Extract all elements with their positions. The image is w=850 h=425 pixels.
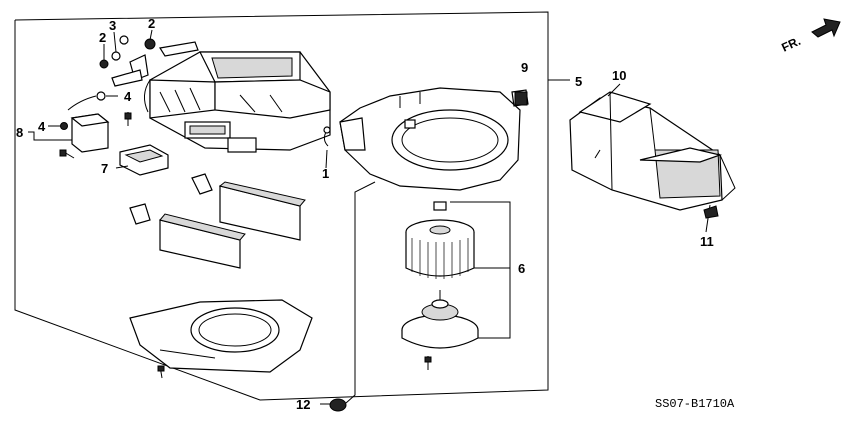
front-direction-label: FR. — [779, 34, 802, 55]
grommet-part — [329, 398, 347, 412]
callout-4: 4 — [124, 89, 132, 104]
callout-2: 2 — [99, 30, 106, 45]
clip-part — [514, 91, 528, 106]
door-parts — [129, 173, 306, 269]
blower-fan — [405, 201, 475, 279]
lower-cover — [129, 299, 313, 379]
resistor-part — [119, 144, 169, 176]
callout-3: 3 — [109, 18, 116, 33]
front-direction-arrow-icon — [811, 18, 841, 38]
blower-housing — [339, 87, 529, 191]
blower-case — [144, 51, 331, 153]
callout-4: 4 — [38, 119, 46, 134]
housing-leader — [345, 181, 376, 404]
callout-10: 10 — [612, 68, 626, 83]
callout-7: 7 — [101, 161, 108, 176]
callout-11: 11 — [700, 234, 714, 249]
blower-motor — [401, 290, 479, 370]
callout-1: 1 — [322, 166, 329, 181]
diagram-code: SS07-B1710A — [655, 397, 735, 411]
actuator-part — [59, 113, 110, 159]
leader-lines — [28, 29, 621, 405]
callout-2: 2 — [148, 16, 155, 31]
callout-5: 5 — [575, 74, 582, 89]
callout-9: 9 — [521, 60, 528, 75]
assembly-boundary — [14, 11, 570, 401]
callout-12: 12 — [296, 397, 310, 412]
hose-clip — [323, 126, 331, 147]
part-6-bracket — [450, 201, 511, 339]
callout-8: 8 — [16, 125, 23, 140]
duct-clip — [703, 204, 719, 233]
air-duct — [569, 91, 736, 211]
callout-6: 6 — [518, 261, 525, 276]
